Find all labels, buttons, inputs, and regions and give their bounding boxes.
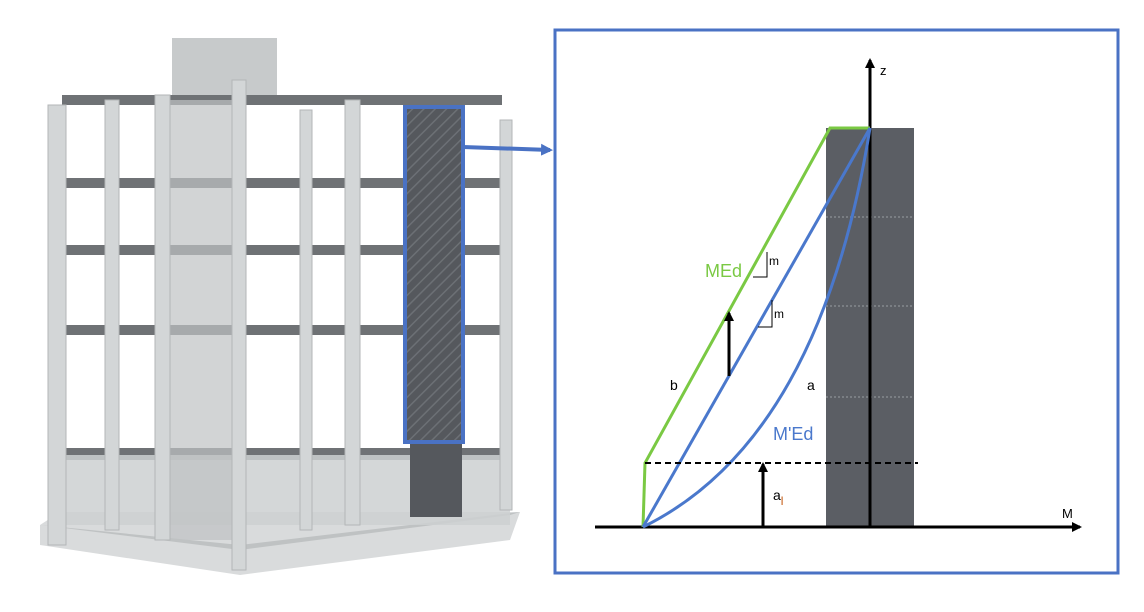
m-axis-label: M	[1062, 506, 1073, 521]
linear-moment-line	[641, 127, 872, 528]
med-label: MEd	[705, 261, 742, 281]
slope-triangle-2	[758, 300, 773, 328]
med-envelope-line	[641, 126, 870, 528]
building-3d-model	[40, 38, 553, 575]
mprime-ed-label: M'Ed	[773, 424, 813, 444]
z-axis-label: z	[880, 63, 887, 78]
mprime-ed-curve	[642, 127, 872, 529]
slope-triangle-1	[753, 252, 768, 278]
line-b-label: b	[670, 377, 678, 393]
zoom-arrow	[462, 143, 553, 156]
shift-label: al	[773, 487, 783, 508]
highlighted-wall-outline	[403, 105, 465, 444]
slope-label-1: m	[769, 254, 779, 268]
line-a-label: a	[807, 377, 815, 393]
slope-label-2: m	[774, 307, 784, 321]
